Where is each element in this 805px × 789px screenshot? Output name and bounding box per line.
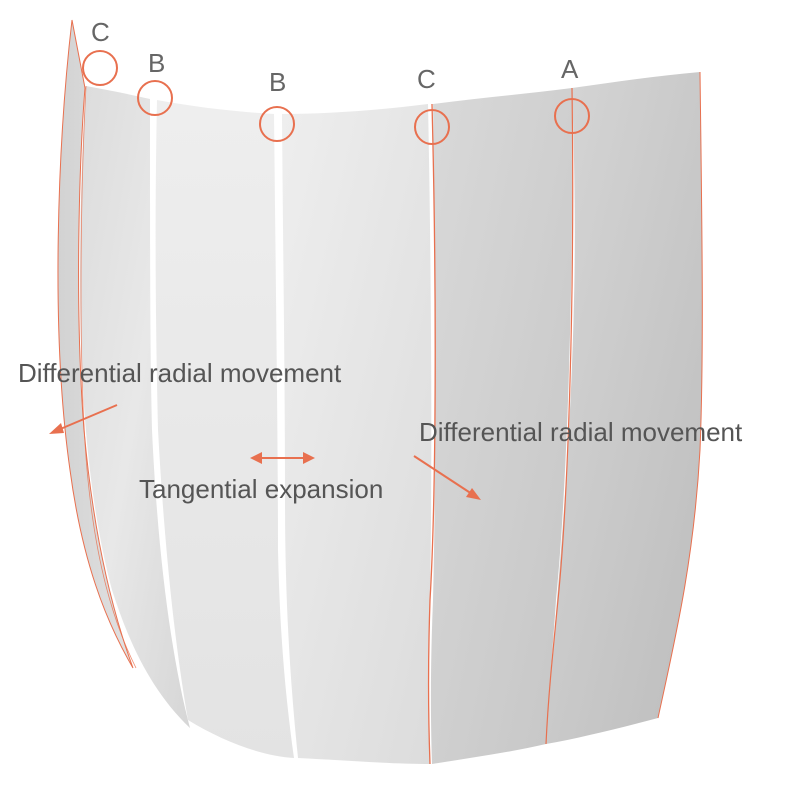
joint-label-a: A [561,54,579,84]
panel-2 [155,100,294,758]
joint-circle-b-mid [259,106,295,142]
joint-circle-b-left [137,80,173,116]
joint-label-b-left: B [148,48,165,78]
annotation-right-radial: Differential radial movement [419,417,743,447]
arrow-left-radial [49,404,118,434]
annotation-tangential: Tangential expansion [139,474,383,504]
panel-5 [546,72,703,744]
panel-edge-left-inner [80,85,137,669]
panel-edge-right [657,71,703,719]
panel-1 [80,86,190,728]
arrow-tangential-double [250,452,315,464]
joint-label-c-left: C [91,17,110,47]
panel-3 [282,104,432,764]
joint-circle-c-left [82,50,118,86]
joint-circle-a [554,98,590,134]
joint-circle-c-right [414,109,450,145]
panel-4 [430,88,573,764]
panel-strip-far-left [57,19,134,669]
seam-line-c-right [427,103,436,765]
joint-label-c-right: C [417,64,436,94]
arrow-right-radial [413,455,481,500]
annotation-left-radial: Differential radial movement [18,358,342,388]
seam-line-a [545,87,574,745]
joint-label-b-mid: B [269,67,286,97]
